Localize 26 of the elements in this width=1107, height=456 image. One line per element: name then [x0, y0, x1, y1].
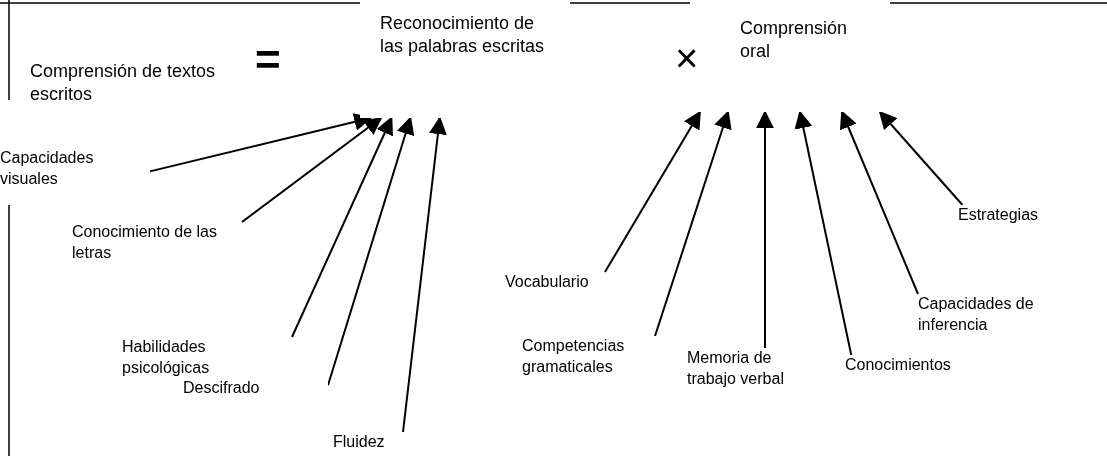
arrow: [291, 116, 393, 338]
node-label: Capacidades de inferencia: [918, 294, 1035, 335]
arrow: [241, 116, 383, 223]
node-label: Conocimientos: [845, 355, 952, 375]
node-label: Conocimiento de las letras: [72, 222, 218, 263]
node-label: Comprensión oral: [740, 17, 849, 64]
node-label: Memoria de trabajo verbal: [687, 348, 785, 389]
node-label: Vocabulario: [505, 272, 590, 292]
operator-symbol: =: [255, 38, 281, 82]
node-label: Estrategias: [958, 205, 1040, 225]
node-label: Capacidades visuales: [0, 148, 95, 189]
node-label: Fluidez: [333, 432, 386, 452]
node-label: Competencias gramaticales: [522, 336, 626, 377]
arrow: [839, 110, 919, 295]
arrow: [794, 110, 853, 356]
node-label: Habilidades psicológicas: [122, 337, 211, 378]
node-label: Reconocimiento de las palabras escritas: [380, 12, 546, 59]
node-label: Descifrado: [183, 378, 261, 398]
arrow: [756, 110, 774, 349]
arrow: [604, 110, 701, 273]
operator-symbol: ×: [675, 38, 699, 78]
arrow: [402, 116, 447, 433]
arrow: [149, 113, 373, 173]
node-label: Comprensión de textos escritos: [30, 60, 217, 107]
arrow: [878, 110, 964, 206]
arrow: [654, 110, 732, 337]
